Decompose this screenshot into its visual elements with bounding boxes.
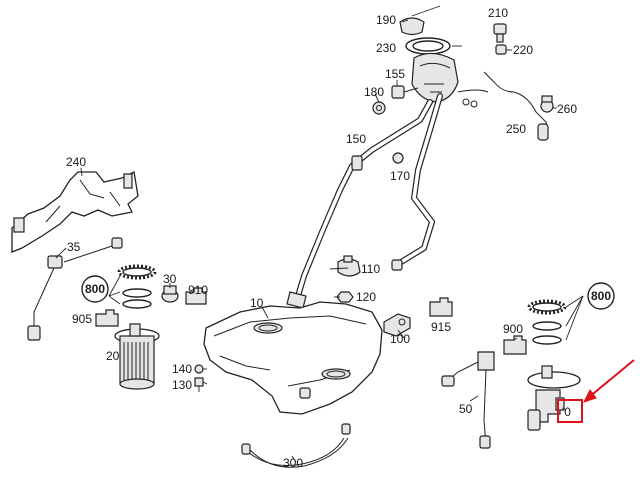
leader-lines — [55, 19, 584, 463]
label-20: 20 — [106, 349, 120, 363]
gasket-230[interactable] — [405, 37, 451, 55]
nut-140[interactable] — [194, 364, 204, 374]
heat-shield-240[interactable] — [11, 171, 139, 253]
filler-pipe-150[interactable] — [286, 99, 433, 309]
label-900: 900 — [503, 322, 523, 336]
label-800-left: 800 — [85, 282, 105, 296]
label-190: 190 — [376, 13, 396, 27]
clamp-260[interactable] — [540, 95, 554, 113]
highlight-box — [557, 399, 583, 423]
label-210: 210 — [488, 6, 508, 20]
bolt-210[interactable] — [493, 23, 507, 43]
label-260: 260 — [557, 102, 577, 116]
label-100: 100 — [390, 332, 410, 346]
fuel-line-300[interactable] — [241, 423, 351, 468]
filler-head-155[interactable] — [391, 52, 459, 103]
label-110: 110 — [361, 262, 380, 276]
label-220: 220 — [513, 43, 533, 57]
float-arm-50[interactable] — [441, 351, 495, 449]
label-240: 240 — [66, 155, 86, 169]
label-35: 35 — [67, 240, 81, 254]
fuel-pump-module-right[interactable] — [527, 365, 581, 431]
valve-180[interactable] — [372, 101, 386, 115]
callout-800-right: 800 — [587, 282, 615, 310]
o-ring-left-b[interactable] — [122, 299, 152, 309]
label-230: 230 — [376, 41, 396, 55]
label-150: 150 — [346, 132, 366, 146]
vent-line-250[interactable] — [457, 71, 549, 141]
seal-ring-left[interactable] — [117, 264, 157, 280]
bolt-130[interactable] — [194, 377, 204, 392]
seal-ring-right[interactable] — [527, 299, 567, 315]
label-910: 910 — [188, 283, 208, 297]
valve-100[interactable] — [383, 313, 411, 337]
highlight-arrow-shaft — [587, 359, 635, 399]
label-140: 140 — [172, 362, 192, 376]
highlight-arrow-head — [583, 389, 597, 403]
o-ring-right-b[interactable] — [532, 335, 562, 345]
o-ring-right-a[interactable] — [532, 321, 562, 331]
fuel-tank-10[interactable] — [203, 301, 383, 415]
highlight-box-mark: '0 — [562, 405, 571, 419]
fuel-level-sensor-35[interactable] — [27, 237, 123, 341]
vent-line-170[interactable] — [391, 93, 443, 271]
label-915: 915 — [431, 320, 451, 334]
label-155: 155 — [385, 67, 405, 81]
label-800-right: 800 — [591, 289, 611, 303]
label-120: 120 — [356, 290, 376, 304]
label-170: 170 — [390, 169, 410, 183]
label-130: 130 — [172, 378, 192, 392]
label-300: 300 — [283, 456, 303, 470]
highlight-callout: '0 — [557, 359, 635, 423]
callout-800-left: 800 — [81, 275, 109, 303]
o-ring-left-a[interactable] — [122, 288, 152, 298]
valve-30[interactable] — [161, 283, 179, 303]
fuel-cap-190[interactable] — [399, 5, 441, 36]
label-180: 180 — [364, 85, 384, 99]
label-30: 30 — [163, 272, 177, 286]
label-10: 10 — [250, 296, 264, 310]
connector-110[interactable] — [337, 255, 361, 277]
label-50: 50 — [459, 402, 473, 416]
label-905: 905 — [72, 312, 92, 326]
fuel-pump-module-20[interactable] — [114, 323, 160, 390]
bracket-915[interactable] — [429, 297, 453, 317]
bracket-900[interactable] — [503, 335, 527, 355]
label-250: 250 — [506, 122, 526, 136]
bracket-905[interactable] — [95, 309, 119, 327]
clip-220[interactable] — [495, 44, 507, 55]
bracket-910[interactable] — [185, 287, 207, 305]
